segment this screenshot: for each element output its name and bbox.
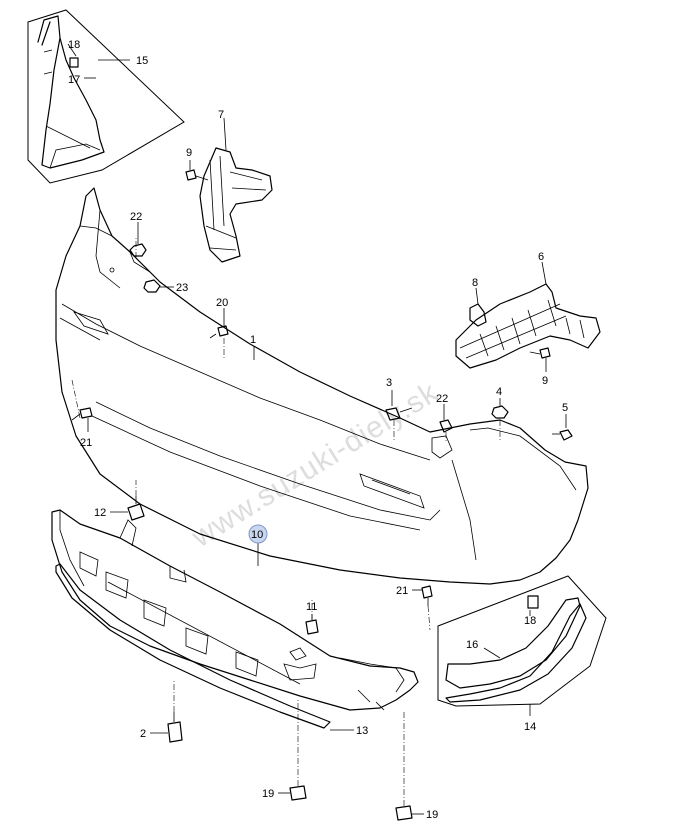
rear-bumper-part-1 xyxy=(55,187,589,585)
callout-21-left: 21 xyxy=(80,437,92,449)
callout-19-left: 19 xyxy=(262,788,274,800)
bolt-9-bottom-icon xyxy=(529,347,551,359)
callout-6: 6 xyxy=(538,251,544,263)
clip-13-icon xyxy=(127,496,145,521)
callout-19-right: 19 xyxy=(426,809,438,821)
callout-7: 7 xyxy=(218,109,224,121)
bracket-part-6 xyxy=(455,283,601,369)
bolt-3-icon xyxy=(385,407,413,421)
callout-9-bottom: 9 xyxy=(542,375,548,387)
lower-diffuser-part-10 xyxy=(51,509,419,711)
callout-18-bottom: 18 xyxy=(524,615,536,627)
clip-21-left-icon xyxy=(71,407,93,421)
nut-22-top-icon xyxy=(129,243,147,257)
bolt-9-top-icon xyxy=(185,169,209,181)
screw-20-icon xyxy=(209,325,229,339)
callout-23: 23 xyxy=(176,282,188,294)
callout-labels: 18 17 15 7 9 22 23 20 1 21 8 6 9 3 22 4 … xyxy=(68,39,568,821)
clip-19-left-icon xyxy=(289,785,307,801)
callout-18-top: 18 xyxy=(68,39,80,51)
callout-12: 11 xyxy=(306,601,317,613)
callout-9-top: 9 xyxy=(186,147,192,159)
clip-19-right-icon xyxy=(395,805,413,821)
callout-leaders xyxy=(67,43,567,815)
detail-box-15 xyxy=(27,9,185,184)
moulding-strip-part-11 xyxy=(55,563,331,729)
callout-11: 13 xyxy=(356,725,368,737)
callout-22-mid: 22 xyxy=(436,393,448,405)
callout-2: 2 xyxy=(140,728,146,740)
bolt-2-icon xyxy=(167,712,183,743)
callout-20: 20 xyxy=(216,297,228,309)
callout-13: 12 xyxy=(94,507,106,519)
nut-4-icon xyxy=(491,405,509,419)
callout-21-right: 21 xyxy=(396,585,408,597)
nut-23-icon xyxy=(143,279,161,293)
screw-5-icon xyxy=(552,429,573,441)
callout-1: 1 xyxy=(250,334,256,346)
callout-14: 14 xyxy=(524,721,536,733)
callout-10-highlight xyxy=(248,524,268,544)
watermark-text: www.suzuki-diely.sk xyxy=(185,376,444,555)
callout-16: 16 xyxy=(466,639,478,651)
assembly-lines xyxy=(71,236,501,806)
nut-22-mid-icon xyxy=(439,419,453,433)
callout-4: 4 xyxy=(496,386,502,398)
callout-10: 10 xyxy=(251,529,263,541)
detail-box-14 xyxy=(437,575,607,707)
callout-5: 5 xyxy=(562,402,568,414)
fasteners xyxy=(71,169,573,821)
callout-17: 17 xyxy=(68,74,80,86)
callout-15: 15 xyxy=(136,55,148,67)
callout-22-top: 22 xyxy=(130,211,142,223)
clip-18-bottom-icon xyxy=(527,595,539,609)
callout-8: 8 xyxy=(472,277,478,289)
bracket-part-7 xyxy=(199,147,273,263)
clip-21-right-icon xyxy=(421,585,433,606)
callout-3: 3 xyxy=(386,377,392,389)
clip-12-icon xyxy=(305,619,319,635)
clip-18-top-icon xyxy=(69,57,79,68)
